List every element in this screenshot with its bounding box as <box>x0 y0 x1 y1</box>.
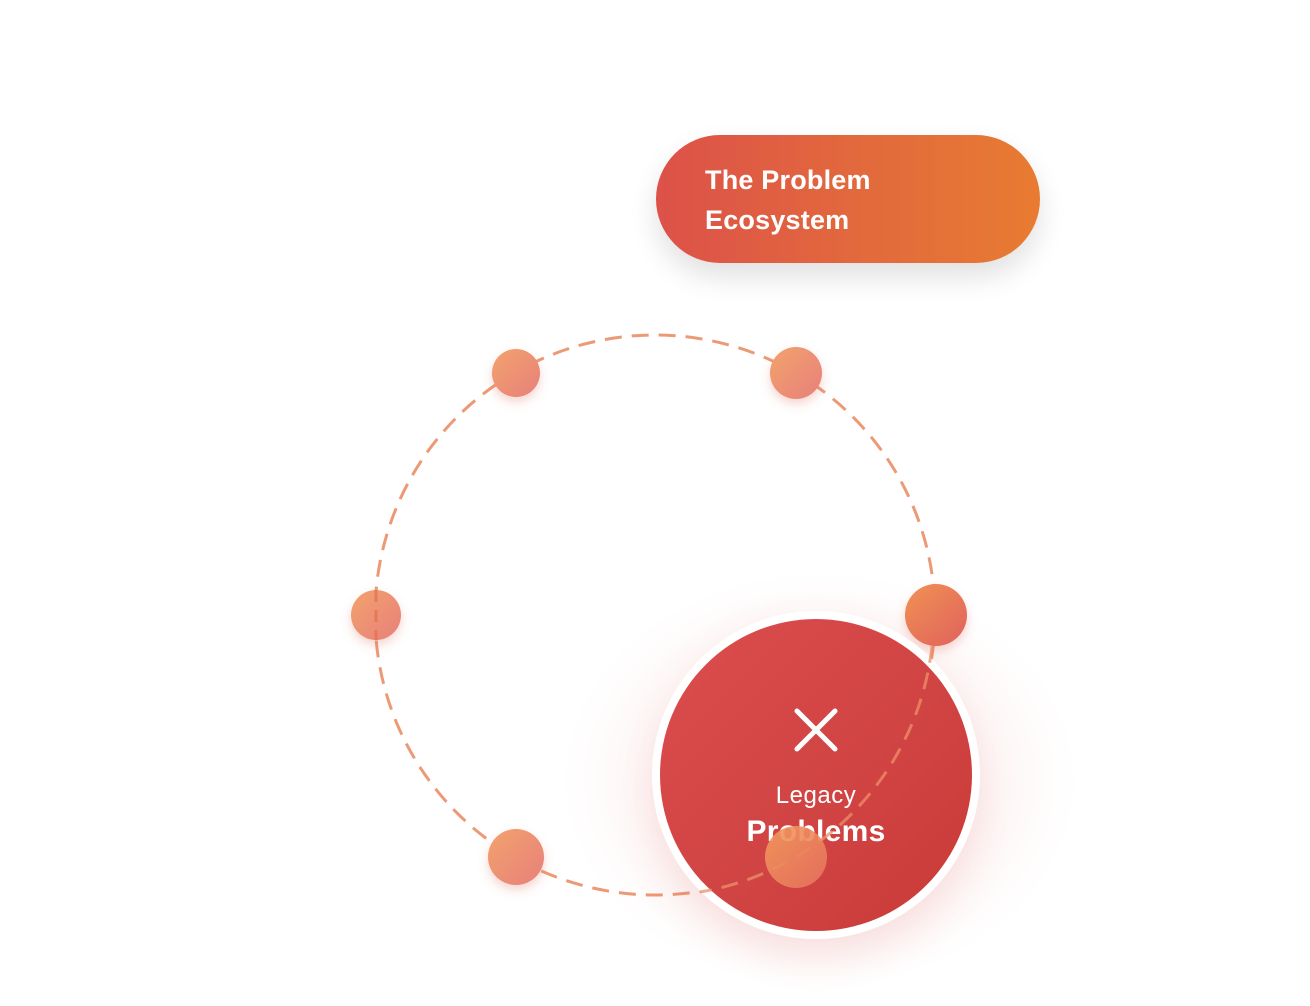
title-line-1: The Problem <box>705 165 871 195</box>
orbit-node-top-left[interactable] <box>492 349 540 397</box>
center-title: Problems <box>746 815 886 848</box>
center-node[interactable]: Legacy Problems <box>652 611 980 939</box>
orbit-node-bottom-left[interactable] <box>488 829 544 885</box>
close-icon <box>794 708 838 752</box>
center-node-fill: Legacy Problems <box>660 619 972 931</box>
orbit-node-right[interactable] <box>905 584 967 646</box>
title-pill: The Problem Ecosystem <box>656 135 1040 263</box>
title-line-2: Ecosystem <box>705 205 850 235</box>
orbit-node-top-right[interactable] <box>770 347 822 399</box>
center-subtitle: Legacy <box>775 782 857 809</box>
